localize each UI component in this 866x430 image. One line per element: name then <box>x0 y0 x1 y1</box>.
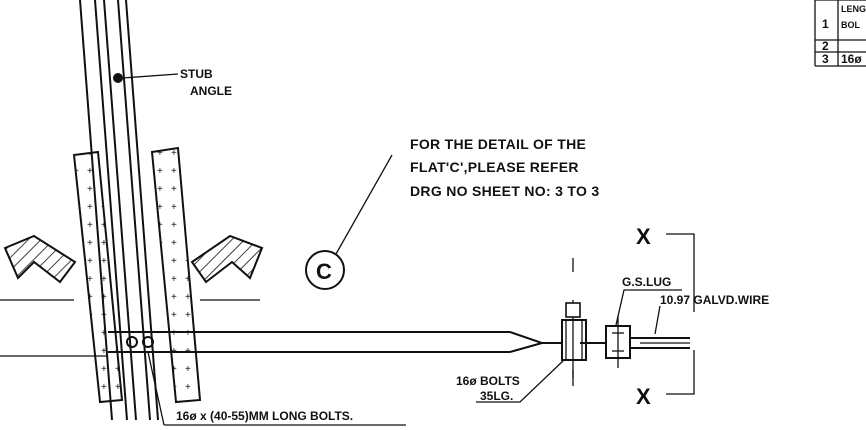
bolts-label-line2: 35LG. <box>480 389 513 403</box>
detail-c-marker: C <box>305 154 393 290</box>
table-row-3-num: 3 <box>822 52 829 66</box>
galvd-wire <box>630 337 690 349</box>
detail-c-label: C <box>316 259 332 284</box>
stub-angle-label-line1: STUB <box>180 67 213 81</box>
bill-of-material-table: 1 LENG BOL 2 3 16ø <box>814 0 866 67</box>
bolts-label-line1: 16ø BOLTS <box>456 374 520 388</box>
table-row-1-text2: BOL <box>841 20 861 30</box>
concrete-muffing-left <box>72 150 124 404</box>
bolt-assembly <box>561 258 587 386</box>
concrete-muffing-right <box>150 146 202 404</box>
long-bolts-label: 16ø x (40-55)MM LONG BOLTS. <box>176 409 353 423</box>
ground-line <box>0 299 260 357</box>
note-line-3: DRG NO SHEET NO: 3 TO 3 <box>410 183 599 199</box>
bolts-leader <box>476 359 565 403</box>
gs-lug-leader <box>615 289 682 326</box>
section-x-bottom <box>666 350 695 395</box>
stub-bolt-marker <box>113 73 123 83</box>
stub-angle-legs <box>79 0 159 421</box>
earth-symbol-left <box>3 234 77 284</box>
stub-angle-label-line2: ANGLE <box>190 84 232 98</box>
stub-angle-leader <box>122 73 179 79</box>
gs-lug <box>580 316 631 368</box>
gs-lug-label: G.S.LUG <box>622 275 671 289</box>
table-row-2-num: 2 <box>822 39 829 53</box>
earth-symbol-right <box>190 234 264 284</box>
galv-wire-label: 10.97 GALVD.WIRE <box>660 293 769 307</box>
section-x-bottom-label: X <box>636 384 651 409</box>
table-row-1-num: 1 <box>822 17 829 31</box>
flat-bolts <box>126 336 154 348</box>
section-x-top-label: X <box>636 224 651 249</box>
galv-wire-leader <box>654 305 661 335</box>
section-x-top <box>666 233 695 312</box>
table-row-3-text: 16ø <box>841 52 862 66</box>
note-line-1: FOR THE DETAIL OF THE <box>410 136 586 152</box>
long-bolts-leader <box>147 351 165 426</box>
note-line-2: FLAT'C',PLEASE REFER <box>410 159 579 175</box>
table-row-1-text: LENG <box>841 4 866 14</box>
